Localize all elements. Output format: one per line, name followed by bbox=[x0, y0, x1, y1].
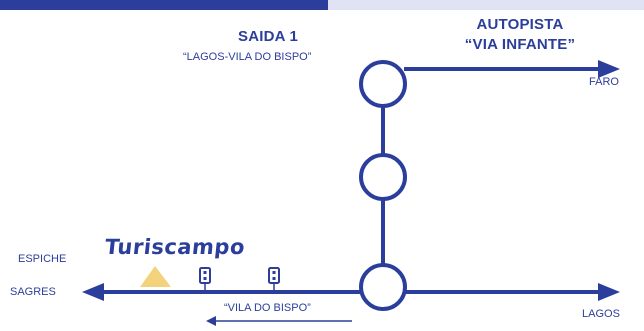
exit-title: SAIDA 1 bbox=[238, 28, 299, 45]
exit-subtitle: “LAGOS-VILA DO BISPO” bbox=[183, 51, 312, 63]
traffic-light-icon bbox=[268, 267, 280, 292]
roundabout-bottom bbox=[359, 263, 407, 311]
local-road-label: “VILA DO BISPO” bbox=[224, 302, 311, 314]
roundabout-middle bbox=[359, 153, 407, 201]
roundabout-top bbox=[359, 60, 407, 108]
traffic-light-icon bbox=[199, 267, 211, 292]
local-road-arrow-icon bbox=[206, 316, 216, 326]
arrow-west-sagres bbox=[82, 283, 104, 301]
header-bar-left bbox=[0, 0, 328, 10]
destination-lagos: LAGOS bbox=[582, 308, 620, 320]
destination-sagres: SAGRES bbox=[10, 286, 56, 298]
header-bar-right bbox=[328, 0, 644, 10]
motorway-title: AUTOPISTA bbox=[476, 16, 564, 33]
destination-faro: FARO bbox=[589, 76, 619, 88]
campsite-name: Turiscampo bbox=[103, 235, 247, 259]
destination-espiche: ESPICHE bbox=[18, 253, 67, 265]
arrow-east-faro bbox=[598, 60, 620, 78]
arrow-east-lagos bbox=[598, 283, 620, 301]
motorway-subtitle: “VIA INFANTE” bbox=[464, 36, 576, 53]
tent-icon bbox=[140, 266, 171, 287]
